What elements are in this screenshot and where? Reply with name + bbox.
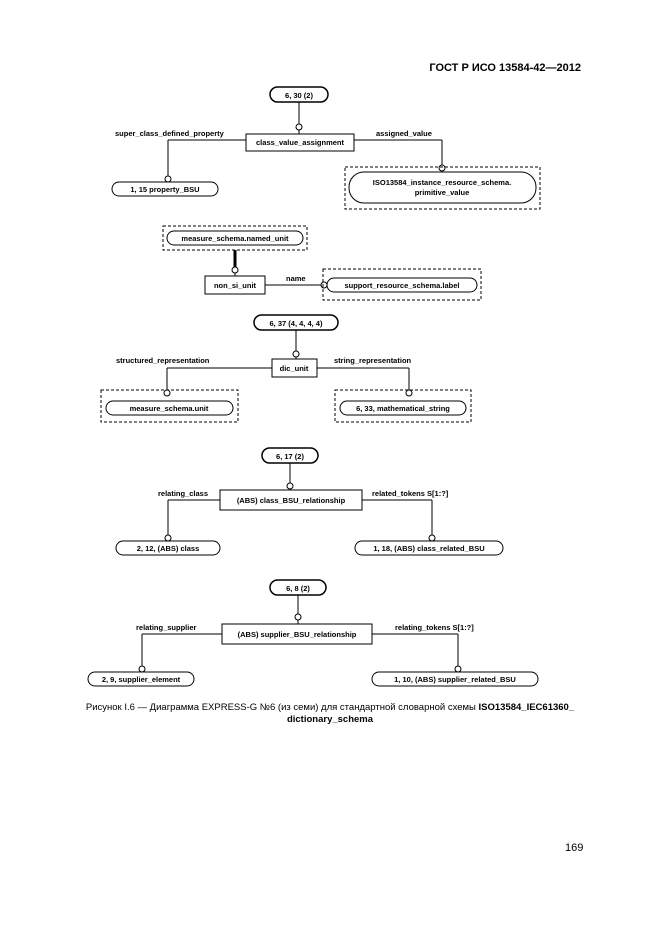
target-label: 1, 15 property_BSU (130, 185, 199, 194)
target-oval (348, 171, 537, 204)
relation-circle (438, 164, 446, 172)
figure-caption: Рисунок I.6 — Диаграмма EXPRESS-G №6 (из… (30, 702, 630, 726)
target-oval (105, 400, 234, 416)
external-schema-box (344, 166, 541, 210)
external-schema-box (100, 389, 239, 423)
relation-circle (320, 281, 328, 289)
target-label: 2, 9, supplier_element (102, 675, 181, 684)
target-label: support_resource_schema.label (344, 281, 459, 290)
attribute-label: structured_representation (116, 356, 210, 365)
attribute-label: assigned_value (376, 129, 432, 138)
entity-box (245, 133, 355, 152)
attribute-label: string_representation (334, 356, 412, 365)
target-label: 1, 10, (ABS) supplier_related_BSU (394, 675, 516, 684)
attribute-label: relating_class (158, 489, 208, 498)
relation-circle (428, 534, 436, 542)
caption-text: Рисунок I.6 — Диаграмма EXPRESS-G №6 (из… (85, 702, 479, 713)
relation-circle (292, 350, 300, 358)
external-schema-box (334, 389, 472, 423)
attribute-label: relating_tokens S[1:?] (395, 623, 474, 632)
target-label: 1, 18, (ABS) class_related_BSU (373, 544, 484, 553)
document-header: ГОСТ Р ИСО 13584-42—2012 (429, 62, 581, 74)
entity-label: (ABS) supplier_BSU_relationship (238, 630, 357, 639)
page-number: 169 (565, 842, 584, 854)
target-label: 6, 33, mathematical_string (356, 404, 450, 413)
target-oval (326, 277, 478, 293)
external-schema-box (322, 268, 482, 301)
page-ref-label: 6, 30 (2) (285, 91, 313, 100)
page-ref-label: 6, 17 (2) (276, 452, 304, 461)
relation-circle (286, 482, 294, 490)
target-label: ISO13584_instance_resource_schema. (373, 178, 511, 187)
attribute-label: related_tokens S[1:?] (372, 489, 449, 498)
caption-schema-name: ISO13584_IEC61360_ (478, 702, 575, 713)
page-ref-label: 6, 37 (4, 4, 4, 4) (270, 319, 323, 328)
target-oval (166, 230, 304, 246)
target-oval (115, 540, 221, 556)
relation-circle (405, 389, 413, 397)
entity-label: (ABS) class_BSU_relationship (237, 496, 346, 505)
target-oval (87, 671, 195, 687)
relation-circle (164, 534, 172, 542)
target-label: 2, 12, (ABS) class (137, 544, 200, 553)
target-oval (354, 540, 504, 556)
attribute-label: super_class_defined_property (115, 129, 225, 138)
target-label: measure_schema.unit (130, 404, 209, 413)
relation-circle (138, 665, 146, 673)
target-oval (371, 671, 539, 687)
supertype-label: measure_schema.named_unit (181, 234, 289, 243)
relation-circle (295, 123, 303, 131)
relation-circle (163, 389, 171, 397)
relation-circle (164, 175, 172, 183)
entity-label: dic_unit (280, 364, 309, 373)
subtype-circle (231, 266, 239, 274)
target-label: primitive_value (415, 188, 470, 197)
target-oval (111, 181, 219, 197)
relation-circle (454, 665, 462, 673)
attribute-label: name (286, 274, 306, 283)
attribute-label: relating_supplier (136, 623, 197, 632)
caption-schema-name: dictionary_schema (286, 714, 374, 725)
target-oval (339, 400, 467, 416)
relation-circle (294, 613, 302, 621)
page-ref-label: 6, 8 (2) (286, 584, 310, 593)
entity-label: non_si_unit (214, 281, 257, 290)
entity-label: class_value_assignment (256, 138, 344, 147)
